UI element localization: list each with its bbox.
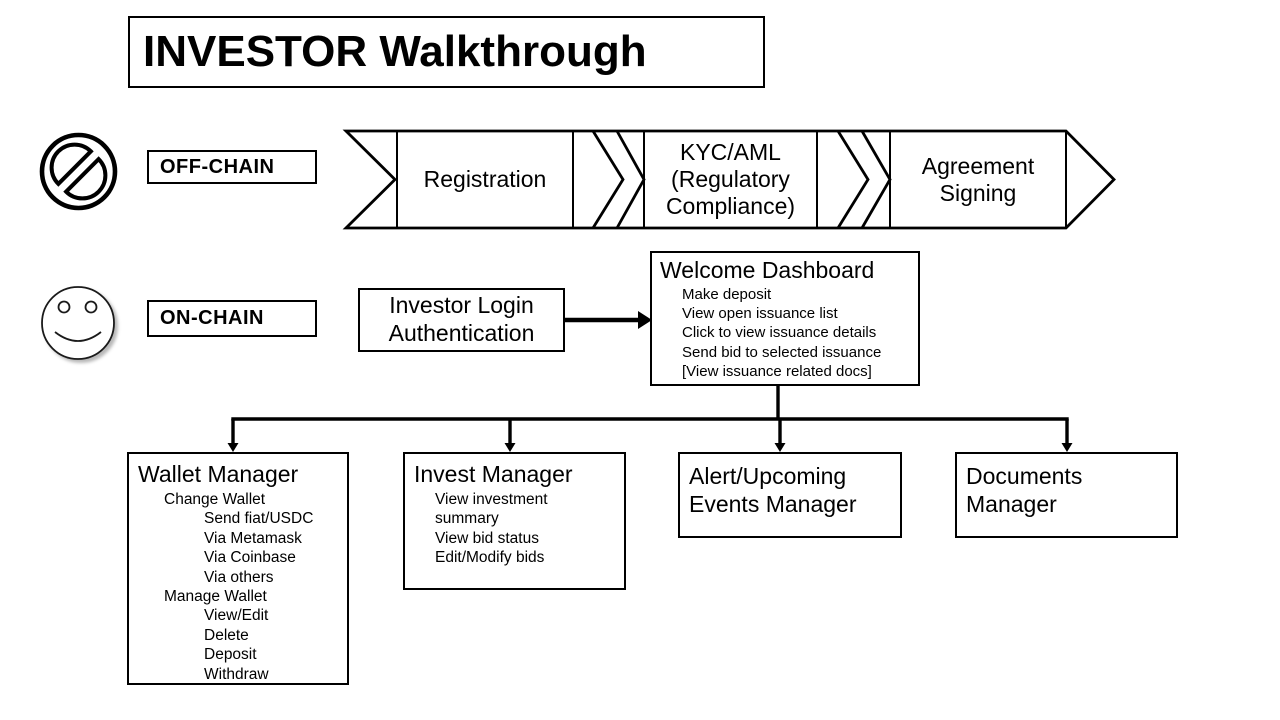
welcome-dashboard-box: Welcome Dashboard Make deposit View open…: [650, 251, 920, 386]
invest-item: Edit/Modify bids: [435, 549, 545, 567]
documents-manager-title: Documents Manager: [966, 463, 1083, 517]
dashboard-item: [View issuance related docs]: [682, 362, 872, 380]
on-chain-label: ON-CHAIN: [160, 307, 264, 329]
wallet-item: Withdraw: [204, 665, 269, 683]
smiley-icon: [41, 286, 115, 360]
dashboard-item: View open issuance list: [682, 305, 838, 323]
documents-manager-box: Documents Manager: [955, 452, 1178, 538]
process-ribbon: [342, 129, 1116, 230]
wallet-item: Send fiat/USDC: [204, 510, 314, 528]
invest-item: View investment summary: [435, 491, 548, 528]
wallet-manager-items: Change Wallet Send fiat/USDC Via Metamas…: [138, 490, 347, 684]
dashboard-item: Click to view issuance details: [682, 324, 877, 342]
alerts-manager-box: Alert/Upcoming Events Manager: [678, 452, 902, 538]
ban-icon: [39, 132, 118, 211]
alerts-manager-title: Alert/Upcoming Events Manager: [689, 463, 857, 517]
welcome-dashboard-items: Make deposit View open issuance list Cli…: [682, 285, 918, 381]
invest-manager-items: View investment summary View bid status …: [435, 490, 593, 568]
off-chain-label-box: OFF-CHAIN: [147, 150, 317, 184]
wallet-item: Delete: [204, 626, 249, 644]
process-step-agreement-signing: Agreement Signing: [921, 152, 1035, 206]
branch-connectors: [227, 384, 1073, 452]
wallet-manager-title: Wallet Manager: [138, 461, 299, 487]
invest-item: View bid status: [435, 529, 539, 547]
invest-manager-title: Invest Manager: [414, 461, 573, 487]
wallet-item: View/Edit: [204, 607, 269, 625]
off-chain-label: OFF-CHAIN: [160, 155, 275, 178]
wallet-item: Via others: [204, 568, 274, 586]
wallet-item: Manage Wallet: [164, 588, 267, 606]
investor-login-box: Investor Login Authentication: [358, 288, 565, 352]
invest-manager-box: Invest Manager View investment summary V…: [403, 452, 626, 590]
wallet-item: Deposit: [204, 646, 257, 664]
wallet-item: Via Metamask: [204, 529, 302, 547]
wallet-manager-box: Wallet Manager Change Wallet Send fiat/U…: [127, 452, 349, 685]
on-chain-label-box: ON-CHAIN: [147, 300, 317, 337]
process-step-registration: Registration: [423, 166, 547, 193]
page-title: INVESTOR Walkthrough: [143, 27, 647, 76]
wallet-item: Change Wallet: [164, 491, 266, 508]
dashboard-item: Send bid to selected issuance: [682, 343, 882, 361]
welcome-dashboard-title: Welcome Dashboard: [660, 257, 875, 283]
process-step-kyc-aml: KYC/AML (Regulatory Compliance): [665, 139, 796, 219]
dashboard-item: Make deposit: [682, 286, 772, 303]
title-box: INVESTOR Walkthrough: [128, 16, 765, 88]
login-to-dashboard-arrow: [564, 311, 652, 329]
wallet-item: Via Coinbase: [204, 549, 296, 567]
